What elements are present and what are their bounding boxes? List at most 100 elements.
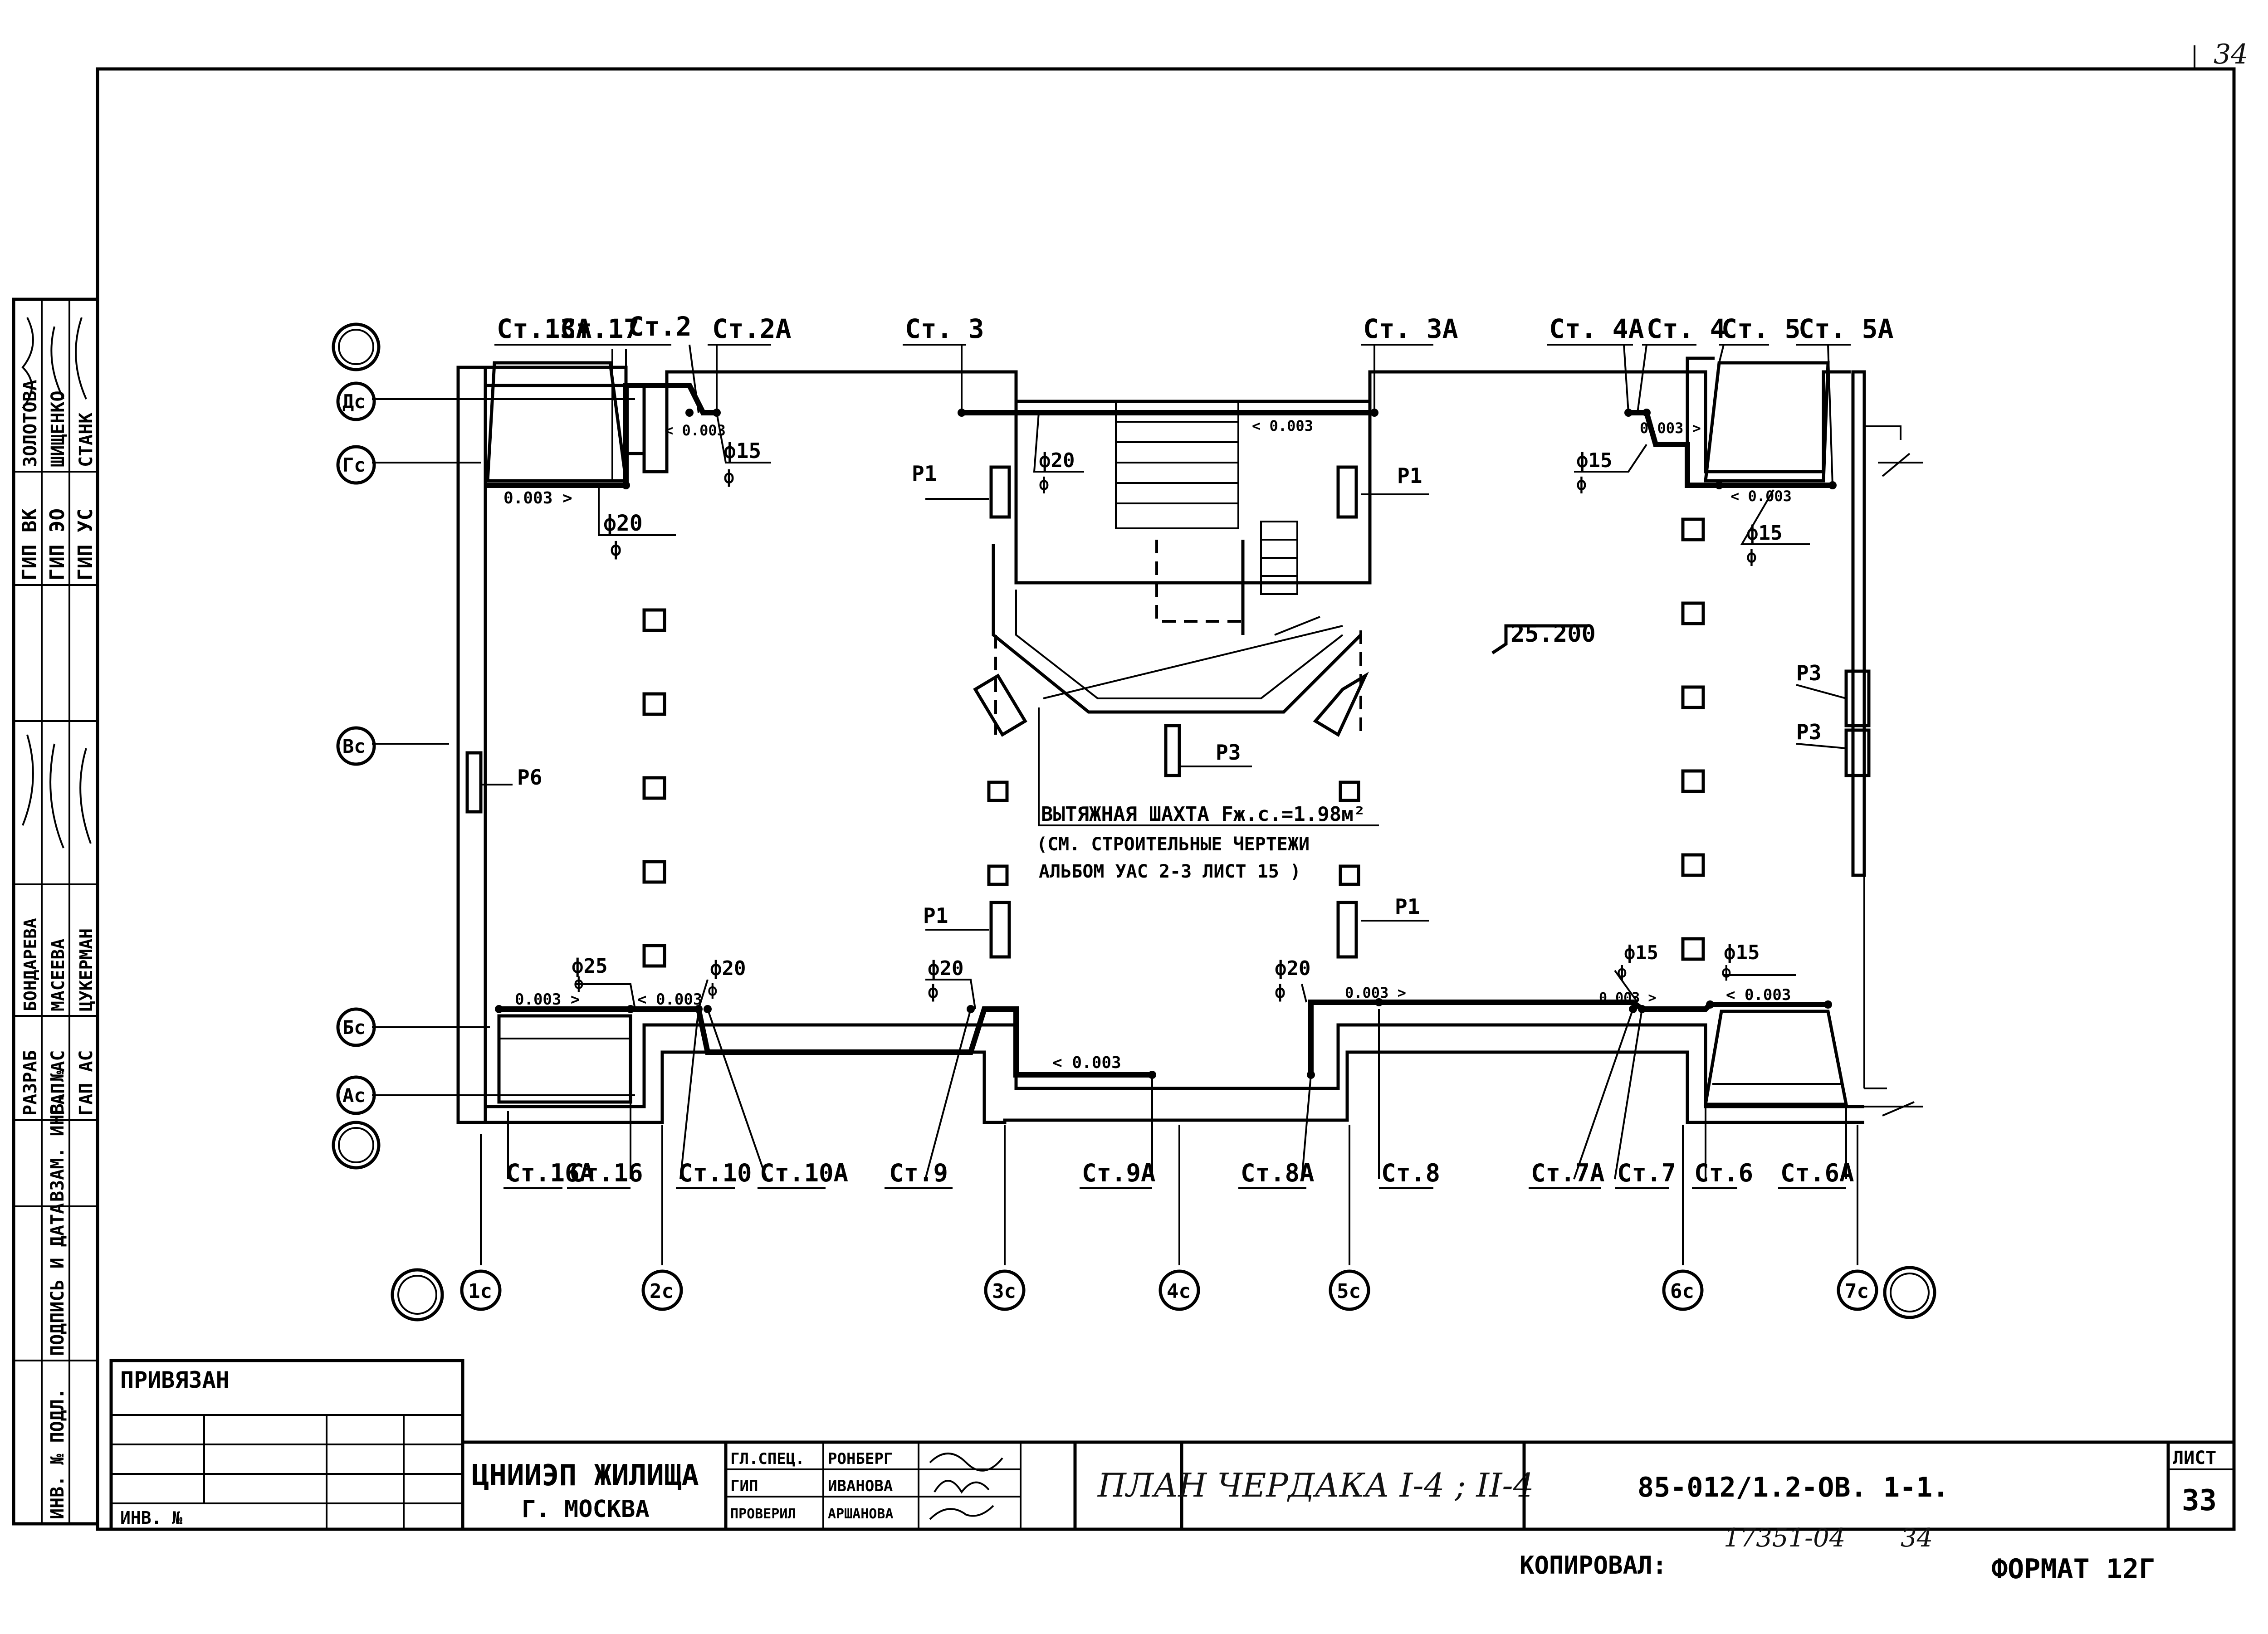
phi-j: ф: [1617, 963, 1627, 981]
riser-st9a: Ст.9А: [1082, 1159, 1156, 1187]
stamp-signatures: [929, 1453, 1003, 1520]
phi20-a: ф20: [603, 511, 643, 536]
shaft-line2: (СМ. СТРОИТЕЛЬНЫЕ ЧЕРТЕЖИ: [1036, 834, 1310, 855]
leader-lines: [481, 344, 1851, 1189]
riser-st2: Ст.2: [628, 311, 692, 342]
col-axis-bubbles: 1с 2с 3с 4с 5с 6с 7с: [391, 1266, 1936, 1322]
phi20-d: ф20: [928, 957, 963, 980]
phi-i: ф: [1275, 981, 1286, 1002]
phi15-c: ф15: [1746, 522, 1782, 545]
riser-st10a: Ст.10А: [760, 1159, 848, 1187]
name-arshanova: АРШАНОВА: [828, 1506, 894, 1522]
phi-b: ф: [723, 467, 734, 488]
riser-st7a: Ст.7А: [1531, 1159, 1605, 1187]
phi20-c: ф20: [710, 957, 746, 980]
footer: КОПИРОВАЛ: 17351-04 34 ФОРМАТ 12Г: [1520, 1523, 2155, 1585]
phi-g: ф: [708, 981, 718, 1000]
org-line1: ЦНИИЭП ЖИЛИЩА: [472, 1459, 699, 1493]
level-mark: 25.200: [1510, 620, 1596, 648]
p3-right-2: Р3: [1796, 720, 1821, 744]
riser-st3: Ст. 3: [905, 313, 984, 344]
riser-st10: Ст.10: [678, 1159, 752, 1187]
p1-bottom-right: Р1: [1395, 894, 1420, 919]
title-block: ПРИВЯЗАН ИНВ. № ЦНИИЭП ЖИЛИЩА Г. МОСКВА …: [109, 1359, 2236, 1531]
signature-scribble-bottom: [22, 734, 92, 849]
riser-st4a: Ст. 4А: [1549, 313, 1644, 344]
slope-k: < 0.003: [1726, 986, 1791, 1004]
p1-top-left: Р1: [912, 461, 937, 486]
phi-d: ф: [1576, 474, 1587, 494]
role-gip: ГИП: [730, 1477, 758, 1495]
axis-col-1s: 1с: [468, 1280, 492, 1303]
drawing-frame: [96, 67, 2236, 1531]
copied-number: 17351-04: [1724, 1523, 1845, 1553]
signature-scribble-top: [21, 317, 87, 409]
riser-st3a: Ст. 3А: [1363, 313, 1458, 344]
riser-labels-top: Ст.13А Ст.17 Ст.2 Ст.2А Ст. 3 Ст. 3А Ст.…: [497, 311, 1894, 344]
org-line2: Г. МОСКВА: [522, 1496, 650, 1523]
riser-st7: Ст.7: [1617, 1159, 1676, 1187]
riser-st9: Ст.9: [889, 1159, 948, 1187]
riser-st6: Ст.6: [1694, 1159, 1753, 1187]
inv-no-label: ИНВ. №: [120, 1508, 182, 1528]
riser-st16a: Ст.16А: [506, 1159, 594, 1187]
axis-lines: [372, 398, 1858, 1265]
slope-h: < 0.003: [1052, 1054, 1121, 1072]
axis-row-gs: Гс: [342, 454, 366, 476]
pipe-annotations: ф20 ф 0.003 > < 0.003 ф15 ф ф20 ф < 0.00…: [503, 417, 1792, 1072]
name-stank: СТАНК: [76, 413, 97, 467]
name-shishchenko: ШИЩЕНКО: [48, 390, 68, 467]
role-gap-as-1: ГАП АС: [48, 1050, 68, 1116]
phi-h: ф: [928, 981, 938, 1002]
riser-st5a: Ст. 5А: [1799, 313, 1894, 344]
riser-st16: Ст.16: [569, 1159, 643, 1187]
phi15-e: ф15: [1724, 941, 1760, 964]
privyazan-label: ПРИВЯЗАН: [120, 1367, 230, 1393]
inv-zam-label: ВЗАМ. ИНВ. №: [47, 1071, 68, 1202]
axis-col-6s: 6с: [1670, 1280, 1694, 1303]
phi-a: ф: [610, 538, 621, 560]
p1-top-right: Р1: [1397, 463, 1422, 488]
role-gap-as-2: ГАП АС: [76, 1050, 97, 1116]
phi15-b: ф15: [1576, 449, 1612, 472]
shaft-line3: АЛЬБОМ УАС 2-3 ЛИСТ 15 ): [1039, 861, 1301, 882]
heating-pipes: [485, 383, 1833, 1078]
riser-st2a: Ст.2А: [712, 313, 792, 344]
phi-c: ф: [1039, 474, 1049, 494]
sheet-label: ЛИСТ: [2173, 1448, 2216, 1468]
phi-f: ф: [574, 974, 584, 993]
axis-row-vs: Вс: [342, 735, 366, 757]
p1-bottom-left: Р1: [923, 903, 948, 928]
name-bondareva: БОНДАРЕВА: [20, 918, 40, 1011]
axis-col-5s: 5с: [1337, 1280, 1361, 1303]
inv-podl-label: ИНВ. № ПОДЛ.: [47, 1388, 68, 1519]
riser-st4: Ст. 4: [1647, 313, 1726, 344]
phi20-e: ф20: [1275, 957, 1310, 980]
phi15-a: ф15: [723, 439, 761, 463]
shaft-line1: ВЫТЯЖНАЯ ШАХТА Fж.с.=1.98м²: [1041, 803, 1365, 826]
slope-e: < 0.003: [1730, 488, 1792, 505]
riser-st8: Ст.8: [1381, 1159, 1440, 1187]
role-gl-spets: ГЛ.СПЕЦ.: [730, 1450, 805, 1468]
axis-row-ds: Дс: [342, 390, 366, 413]
axis-col-4s: 4с: [1167, 1280, 1191, 1303]
name-ronberg: РОНБЕРГ: [828, 1450, 893, 1468]
slope-d: 0.003 >: [1640, 419, 1701, 437]
p3-right-1: Р3: [1796, 661, 1821, 685]
stair-core: [973, 400, 1372, 737]
copied-label: КОПИРОВАЛ:: [1520, 1551, 1667, 1580]
riser-st8a: Ст.8А: [1241, 1159, 1315, 1187]
row-axis-bubbles: Дс Гс Вс Бс Ас: [332, 322, 381, 1170]
p3-center: Р3: [1216, 740, 1241, 765]
role-gip-eo: ГИП ЭО: [46, 508, 69, 580]
equipment-labels: Р1 Р1 Р1 Р1 Р3 Р3 Р3 Р6: [517, 461, 1821, 928]
sheet-number: 33: [2182, 1484, 2217, 1517]
axis-col-3s: 3с: [992, 1280, 1016, 1303]
phi20-b: ф20: [1039, 449, 1075, 472]
columns: [642, 517, 1705, 968]
podpis-label: ПОДПИСЬ И ДАТА: [47, 1203, 68, 1356]
sheet-corner-number: 34: [2214, 39, 2248, 70]
format-label: ФОРМАТ 12Г: [1991, 1553, 2155, 1585]
role-proveril: ПРОВЕРИЛ: [730, 1506, 796, 1522]
